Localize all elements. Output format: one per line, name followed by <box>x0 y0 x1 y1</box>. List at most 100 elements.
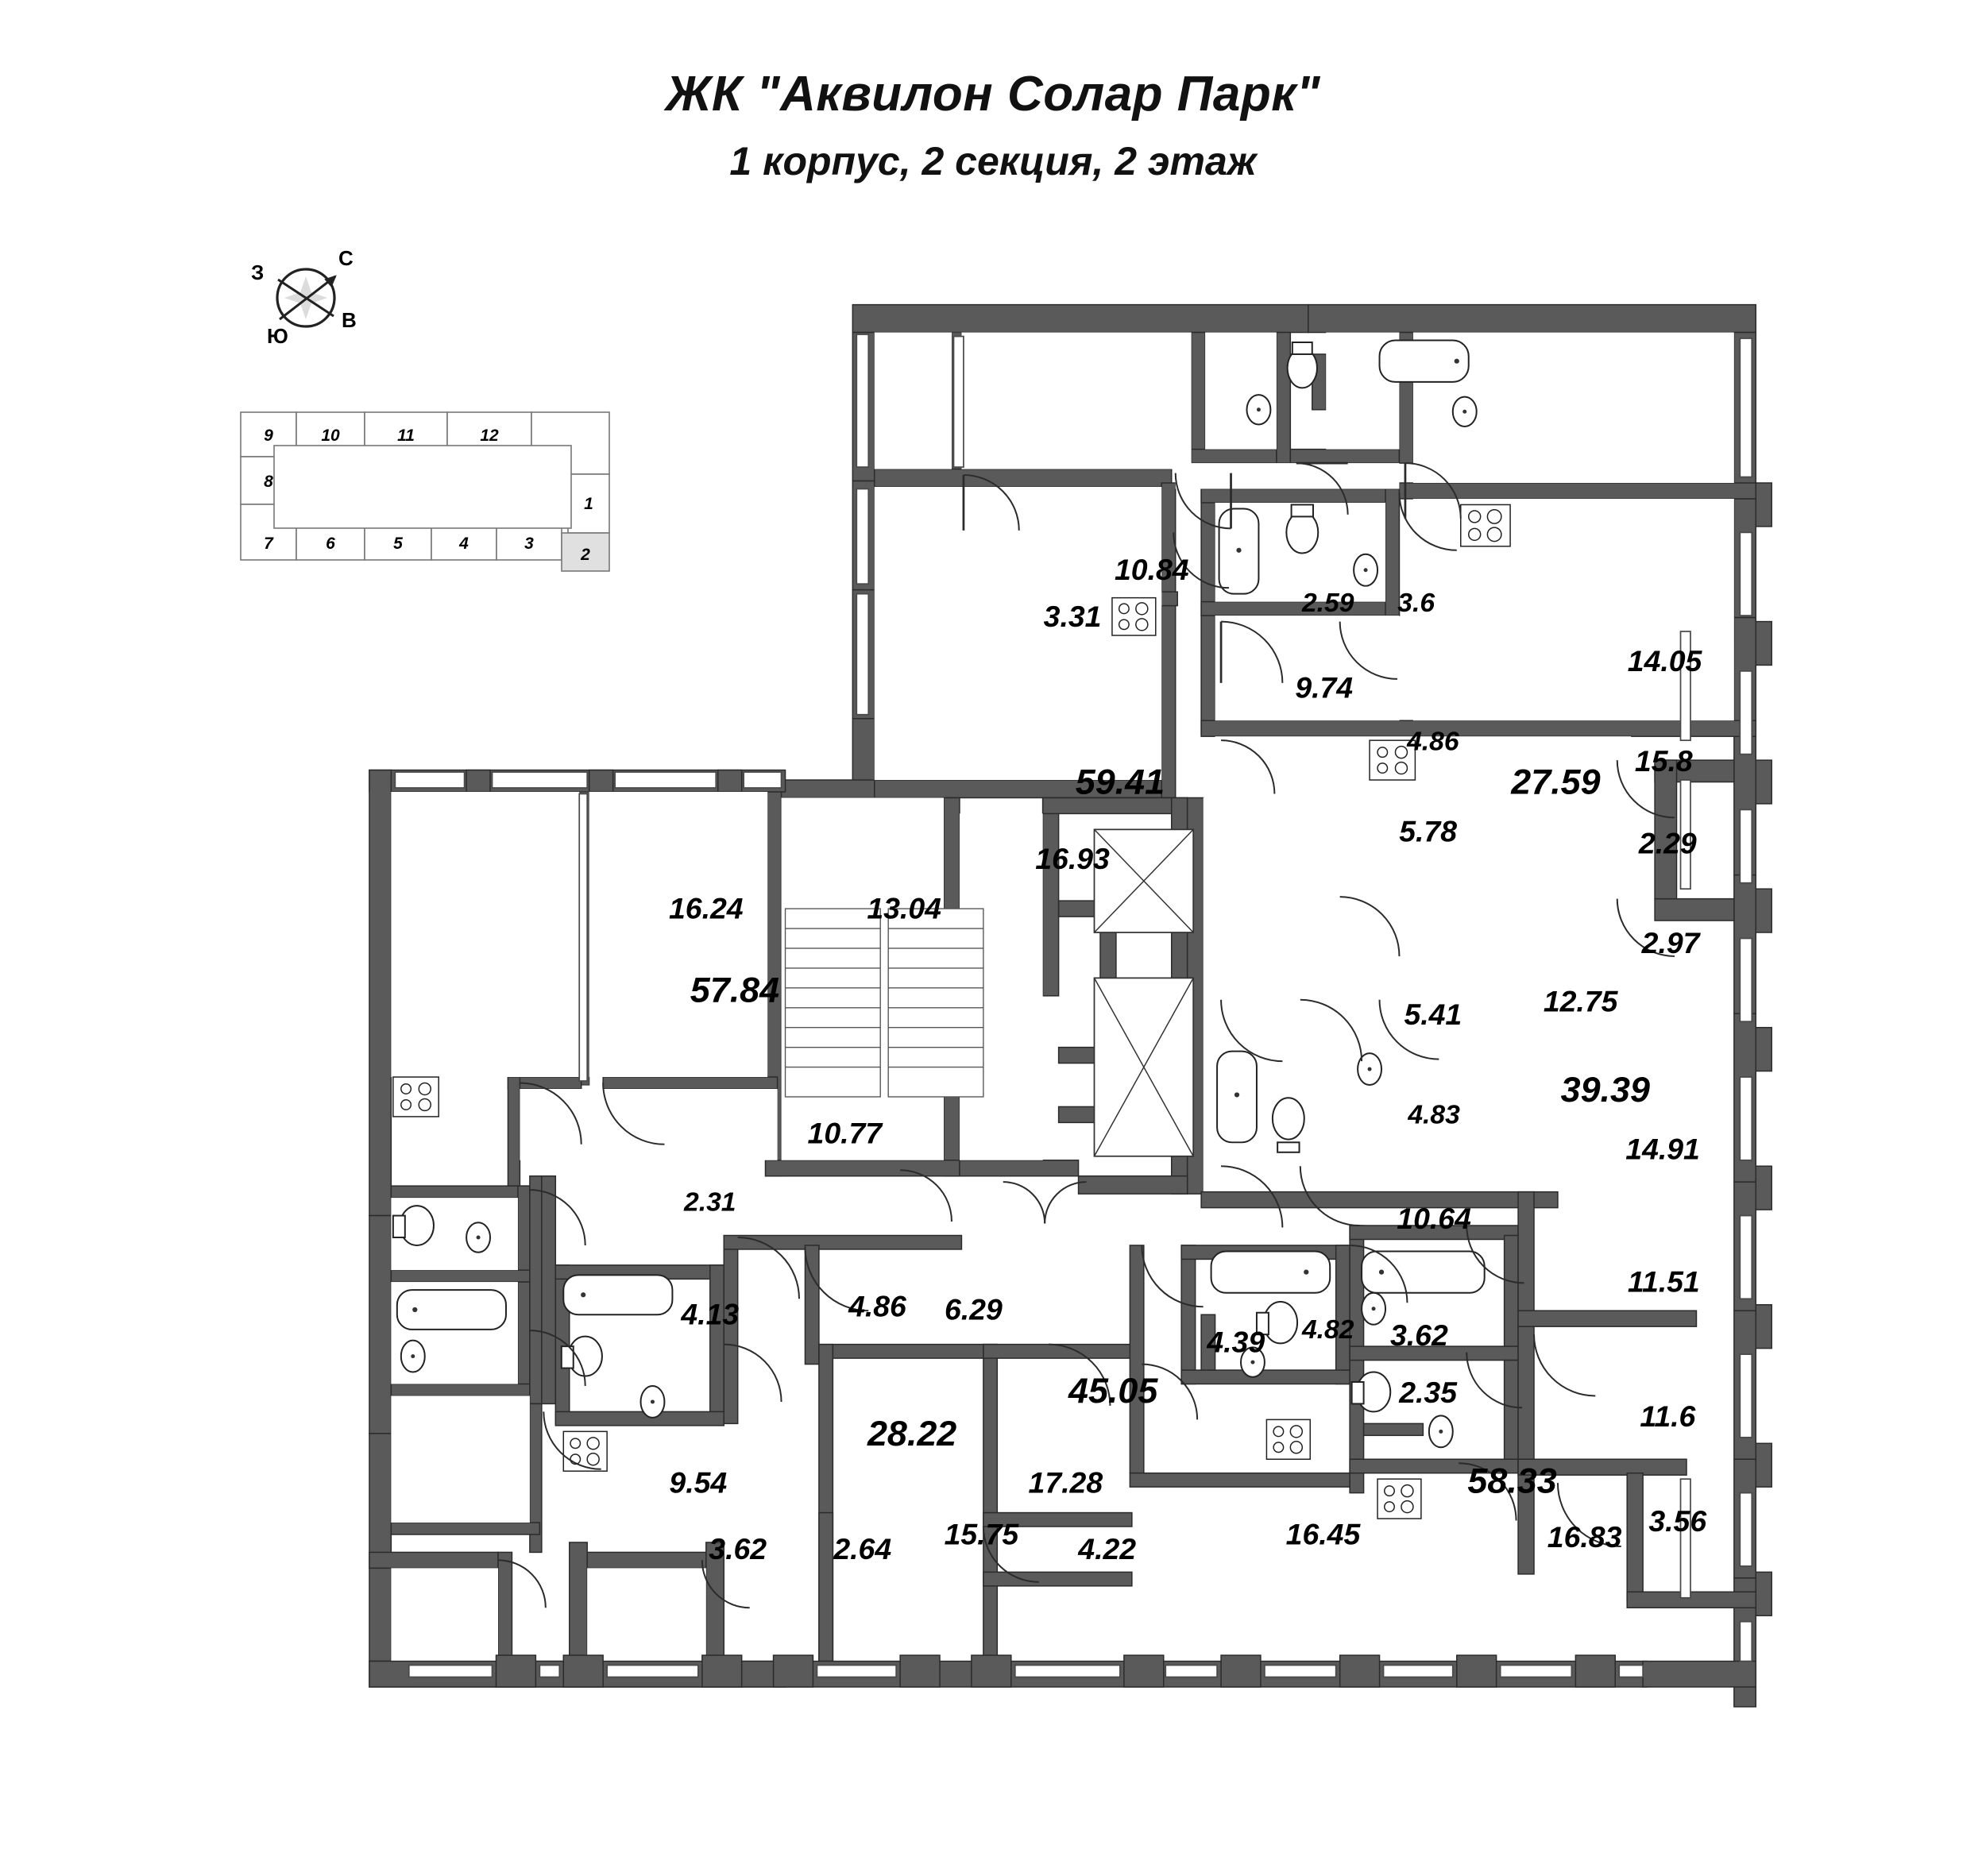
compass-label-east: В <box>342 308 357 332</box>
sink-icon <box>639 1384 666 1419</box>
keyplan-cell-2-highlighted <box>561 532 610 572</box>
area-label: 15.75 <box>945 1517 1020 1550</box>
sink-icon <box>466 1222 492 1253</box>
keyplan-label-1: 1 <box>584 495 593 513</box>
toilet-icon <box>1286 342 1318 389</box>
area-label: 28.22 <box>867 1413 956 1453</box>
area-label: 4.86 <box>1406 728 1459 757</box>
compass-circle <box>276 268 336 328</box>
area-label: 6.29 <box>945 1292 1003 1326</box>
area-label: 59.41 <box>1076 761 1165 801</box>
toilet-icon <box>392 1205 435 1246</box>
keyplan-label-4: 4 <box>458 535 469 553</box>
area-label: 17.28 <box>1029 1466 1103 1500</box>
sink-icon <box>1428 1415 1454 1449</box>
bathtub-icon <box>1361 1250 1486 1294</box>
area-label: 10.64 <box>1397 1202 1471 1235</box>
area-label: 11.51 <box>1628 1265 1700 1299</box>
window-glazing <box>394 334 1753 1678</box>
stove-icon <box>1111 596 1157 636</box>
toilet-icon <box>1285 504 1319 554</box>
stove-icon <box>1265 1419 1312 1460</box>
area-label: 13.04 <box>867 892 941 925</box>
sink-icon <box>1353 553 1379 587</box>
stove-icon <box>1369 739 1416 781</box>
area-label: 14.05 <box>1628 644 1703 677</box>
area-label: 4.22 <box>1077 1532 1136 1565</box>
title-block: ЖК "Аквилон Солар Парк" 1 корпус, 2 секц… <box>0 68 1986 183</box>
sink-icon <box>1361 1291 1387 1326</box>
keyplan-label-6: 6 <box>326 535 335 553</box>
area-label: 5.78 <box>1399 814 1457 847</box>
keyplan-cell-1 <box>567 473 610 534</box>
sink-icon <box>1451 396 1478 427</box>
compass-rose: С З В Ю <box>238 230 373 357</box>
area-label: 4.13 <box>680 1298 739 1331</box>
area-label: 4.86 <box>848 1290 906 1323</box>
area-label: 3.56 <box>1648 1504 1706 1538</box>
area-label: 4.39 <box>1206 1326 1265 1359</box>
keyplan-label-5: 5 <box>393 535 403 553</box>
area-label: 16.83 <box>1547 1520 1622 1554</box>
keyplan-label-3: 3 <box>524 535 534 553</box>
toilet-icon <box>1350 1371 1392 1413</box>
staircase <box>784 908 984 1098</box>
area-label: 9.74 <box>1295 671 1353 704</box>
area-label: 14.91 <box>1625 1133 1700 1166</box>
area-label: 2.29 <box>1638 826 1697 859</box>
bathtub-icon <box>1218 508 1260 595</box>
area-label: 2.35 <box>1398 1376 1458 1409</box>
keyplan-label-9: 9 <box>264 427 273 445</box>
area-label: 4.83 <box>1407 1101 1460 1130</box>
stove-icon <box>1377 1478 1422 1519</box>
bathtub-icon <box>1216 1050 1258 1144</box>
compass-label-north: С <box>338 246 354 270</box>
bathtub-icon <box>1378 339 1470 383</box>
toilet-icon <box>560 1335 603 1377</box>
area-label: 27.59 <box>1510 761 1600 801</box>
stove-icon <box>562 1430 608 1472</box>
area-label: 5.41 <box>1404 998 1462 1031</box>
stove-icon <box>392 1076 439 1117</box>
area-label: 10.77 <box>808 1117 884 1150</box>
area-label: 4.82 <box>1301 1315 1354 1345</box>
sink-icon <box>1246 394 1272 426</box>
area-label: 12.75 <box>1544 985 1619 1018</box>
keyplan-label-7: 7 <box>264 535 274 553</box>
bathtub-icon <box>396 1289 507 1330</box>
compass-label-west: З <box>251 261 264 284</box>
area-label: 16.45 <box>1286 1517 1362 1550</box>
area-label: 58.33 <box>1467 1461 1556 1501</box>
area-label: 16.24 <box>669 892 744 925</box>
compass-north-arrow <box>324 275 337 288</box>
compass-axis-we <box>277 278 334 318</box>
bathtub-icon <box>1210 1250 1331 1294</box>
keyplan-label-10: 10 <box>321 427 340 445</box>
keyplan-label-2: 2 <box>580 546 590 564</box>
area-label: 2.59 <box>1301 589 1354 618</box>
area-label: 10.84 <box>1115 553 1189 586</box>
area-label: 9.54 <box>669 1466 727 1500</box>
area-label: 2.97 <box>1641 926 1702 959</box>
area-label: 2.31 <box>683 1187 736 1217</box>
keyplan-label-11: 11 <box>397 427 415 445</box>
building-key-plan: 9 10 11 12 1 2 3 4 5 6 7 8 <box>226 401 639 576</box>
area-label: 11.6 <box>1640 1399 1695 1433</box>
toilet-icon <box>1271 1097 1305 1153</box>
sink-icon <box>400 1339 426 1373</box>
door-swings <box>497 461 1675 1609</box>
plumbing-fixtures <box>392 339 1511 1519</box>
area-label: 15.8 <box>1635 744 1693 778</box>
area-label: 57.84 <box>690 969 779 1009</box>
keyplan-courtyard <box>273 445 572 529</box>
area-label: 39.39 <box>1561 1069 1650 1110</box>
area-label: 3.31 <box>1044 600 1102 633</box>
bathtub-icon <box>562 1274 674 1316</box>
page-title: ЖК "Аквилон Солар Парк" <box>665 67 1321 122</box>
keyplan-label-12: 12 <box>480 427 499 445</box>
area-label: 45.05 <box>1068 1370 1158 1411</box>
page-subtitle: 1 корпус, 2 секция, 2 этаж <box>729 139 1257 184</box>
